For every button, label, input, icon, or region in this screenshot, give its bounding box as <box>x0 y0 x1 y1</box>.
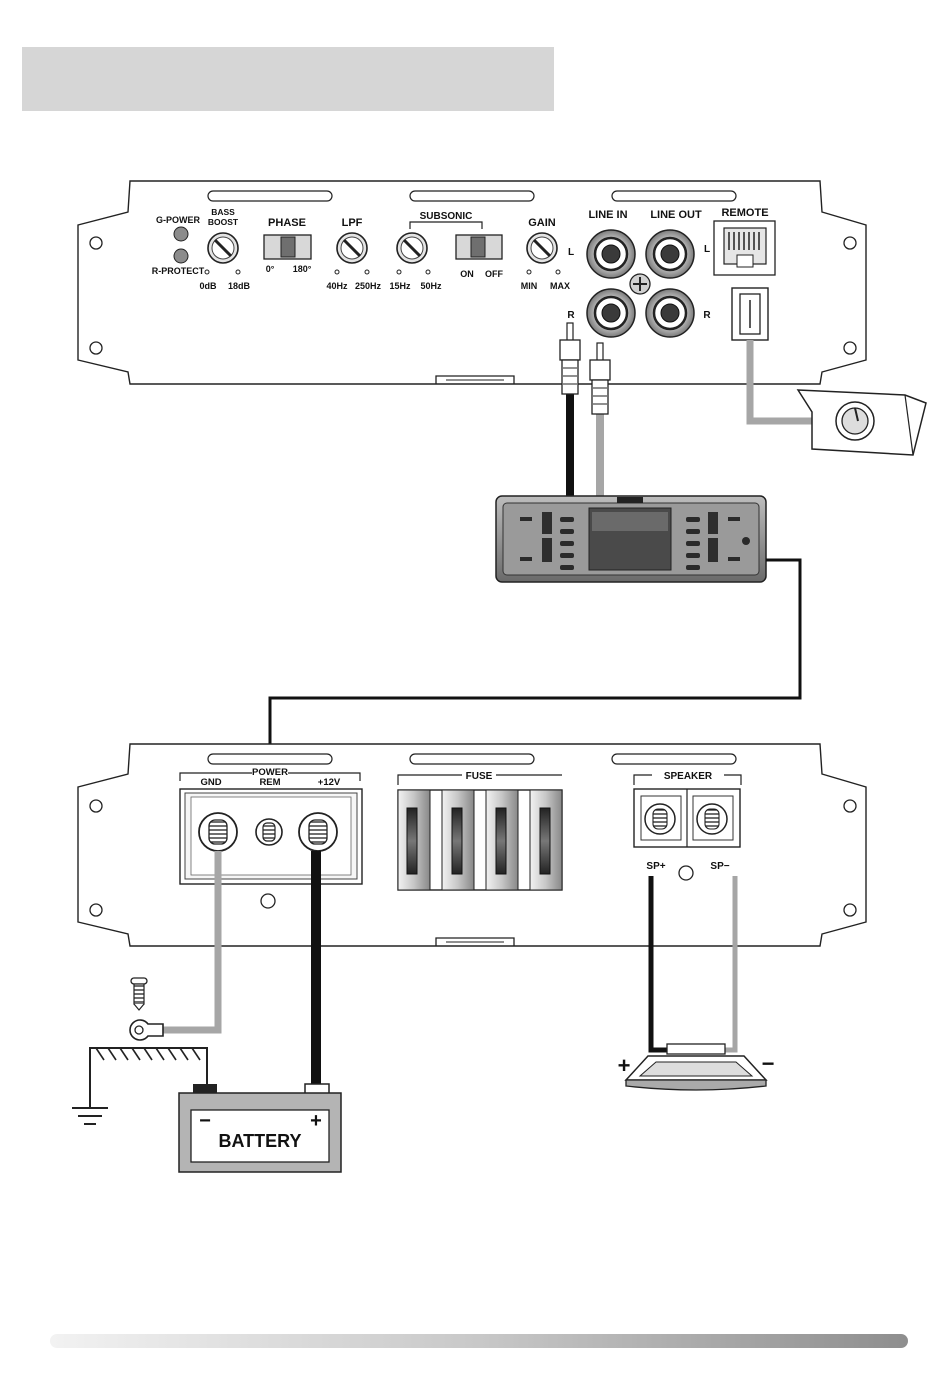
battery-negative-sign: − <box>199 1110 211 1132</box>
remote-plug <box>732 288 768 340</box>
remote-turn-on-wire <box>270 560 800 765</box>
line-out-left-label: L <box>704 244 710 255</box>
phase-0-label: 0° <box>266 264 275 274</box>
fuse-2[interactable] <box>442 790 474 890</box>
bass-max-label: 18dB <box>228 281 251 291</box>
line-in-right-jack[interactable] <box>587 289 635 337</box>
line-out-left-jack[interactable] <box>646 230 694 278</box>
gain-max-label: MAX <box>550 281 570 291</box>
speaker-plus-sign: + <box>618 1053 631 1078</box>
fuse-3[interactable] <box>486 790 518 890</box>
bass-boost-label-line1: BASS <box>211 207 235 217</box>
gnd-terminal[interactable] <box>199 813 237 851</box>
line-in-label: LINE IN <box>588 209 627 221</box>
rem-terminal[interactable] <box>256 819 282 845</box>
footer-bar <box>50 1334 908 1348</box>
subsonic-knob[interactable] <box>397 233 427 263</box>
battery-label: BATTERY <box>219 1131 302 1151</box>
battery-positive-sign: + <box>310 1110 322 1132</box>
speaker-icon <box>626 1044 766 1090</box>
screw-icon <box>131 978 147 1010</box>
phase-180-label: 180° <box>293 264 312 274</box>
line-out-right-label: R <box>703 310 711 321</box>
mounting-screw-icon <box>630 274 650 294</box>
lpf-knob[interactable] <box>337 233 367 263</box>
bass-min-label: 0dB <box>199 281 217 291</box>
r-protect-led <box>174 249 188 263</box>
fuse-label: FUSE <box>466 771 493 782</box>
gain-label: GAIN <box>528 217 556 229</box>
gnd-label: GND <box>200 777 221 788</box>
line-in-right-label: R <box>567 310 575 321</box>
phase-label: PHASE <box>268 217 306 229</box>
panel-led-hole <box>261 894 275 908</box>
remote-level-controller[interactable] <box>798 390 926 455</box>
plus12v-terminal[interactable] <box>299 813 337 851</box>
subsonic-max-label: 50Hz <box>420 281 442 291</box>
line-in-left-label: L <box>568 247 574 258</box>
sp-minus-terminal[interactable] <box>693 796 733 840</box>
line-out-label: LINE OUT <box>650 209 702 221</box>
sp-plus-terminal[interactable] <box>641 796 681 840</box>
g-power-label: G-POWER <box>156 215 200 225</box>
line-in-left-jack[interactable] <box>587 230 635 278</box>
speaker-minus-sign: − <box>762 1051 775 1076</box>
plus12v-wire <box>311 851 321 1087</box>
sp-plus-label: SP+ <box>646 861 665 872</box>
rca-cable-light <box>596 412 604 500</box>
subsonic-label: SUBSONIC <box>420 211 473 222</box>
g-power-led <box>174 227 188 241</box>
gain-min-label: MIN <box>521 281 538 291</box>
phase-switch[interactable] <box>264 235 311 259</box>
r-protect-label: R-PROTECT <box>152 266 205 276</box>
remote-port[interactable] <box>714 221 775 275</box>
ring-terminal-icon <box>130 1020 163 1040</box>
remote-label: REMOTE <box>721 207 768 219</box>
head-unit <box>496 496 766 582</box>
sp-minus-label: SP− <box>710 861 729 872</box>
subsonic-off-label: OFF <box>485 269 503 279</box>
bass-boost-label-line2: BOOST <box>208 217 239 227</box>
bass-boost-knob[interactable] <box>208 233 238 263</box>
subsonic-min-label: 15Hz <box>389 281 411 291</box>
plus12v-label: +12V <box>318 777 341 788</box>
speaker-panel-hole <box>679 866 693 880</box>
lpf-max-label: 250Hz <box>355 281 382 291</box>
subsonic-switch[interactable] <box>456 235 502 259</box>
lpf-min-label: 40Hz <box>326 281 348 291</box>
lpf-label: LPF <box>342 217 363 229</box>
fuse-4[interactable] <box>530 790 562 890</box>
rem-label: REM <box>259 777 280 788</box>
fuse-1[interactable] <box>398 790 430 890</box>
line-out-right-jack[interactable] <box>646 289 694 337</box>
gain-knob[interactable] <box>527 233 557 263</box>
subsonic-on-label: ON <box>460 269 474 279</box>
rca-cable-dark <box>566 392 574 500</box>
speaker-label: SPEAKER <box>664 771 713 782</box>
